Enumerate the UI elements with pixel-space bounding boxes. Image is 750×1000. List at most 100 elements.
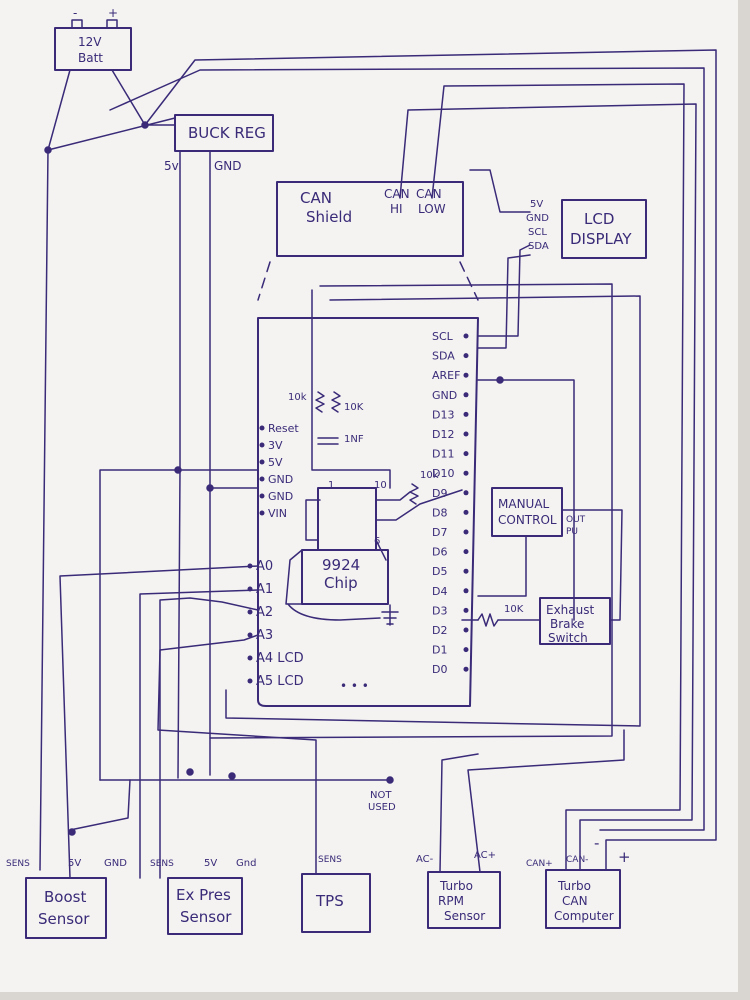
lcd-display: LCD DISPLAY 5V GND SCL SDA bbox=[526, 199, 647, 259]
can-shield-label-1: CAN bbox=[300, 189, 332, 207]
left-pin-dot bbox=[259, 476, 265, 482]
digital-pin-label: D2 bbox=[432, 624, 447, 637]
digital-pin-label: D7 bbox=[432, 526, 447, 539]
turbo-can-pin-can-minus: CAN- bbox=[566, 855, 588, 865]
can-low-label-2: LOW bbox=[418, 202, 446, 216]
can-low-label-1: CAN bbox=[416, 187, 442, 201]
turbo-can-pin-minus: - bbox=[594, 834, 599, 852]
buck-regulator: BUCK REG 5v GND bbox=[164, 114, 274, 173]
digital-pin-dot bbox=[463, 431, 469, 437]
exhaust-brake-label-2: Brake bbox=[550, 617, 584, 631]
digital-pin-dot bbox=[463, 666, 469, 672]
left-pin-label: Reset bbox=[268, 422, 299, 435]
chip-label-2: Chip bbox=[324, 574, 358, 592]
ex-pres-label-2: Sensor bbox=[180, 908, 232, 926]
buck-reg-5v: 5v bbox=[164, 159, 179, 173]
turbo-rpm-pin-ac-minus: AC- bbox=[416, 854, 434, 865]
paper-sheet bbox=[0, 0, 738, 992]
battery: - + 12V Batt bbox=[54, 6, 132, 71]
boost-sensor-label-1: Boost bbox=[44, 888, 86, 906]
digital-pin-label: D13 bbox=[432, 408, 454, 421]
digital-pin-label: D10 bbox=[432, 467, 454, 480]
digital-pin-dot bbox=[463, 372, 469, 378]
battery-voltage: 12V bbox=[78, 35, 102, 49]
resistor-3-value: 10k bbox=[420, 470, 439, 481]
digital-pin-dot bbox=[463, 549, 469, 555]
digital-pin-label: D1 bbox=[432, 644, 447, 657]
digital-pin-label: D3 bbox=[432, 604, 447, 617]
battery-label: Batt bbox=[78, 51, 103, 65]
manual-control-label-2: CONTROL bbox=[498, 513, 557, 527]
analog-pin-label: A1 bbox=[256, 582, 273, 597]
lcd-label-1: LCD bbox=[584, 210, 614, 228]
boost-pin-gnd: GND bbox=[104, 858, 127, 869]
passive-components: 10k 10K 1NF 10k 10K bbox=[288, 391, 524, 627]
digital-pin-label: GND bbox=[432, 389, 457, 402]
digital-pin-dot bbox=[463, 392, 469, 398]
turbo-rpm-label-1: Turbo bbox=[439, 879, 473, 893]
left-pin-label: 5V bbox=[268, 456, 283, 469]
analog-pin-label: A3 bbox=[256, 628, 273, 643]
can-hi-label-2: HI bbox=[390, 202, 403, 216]
ex-pres-sensor: Ex Pres Sensor SENS 5V Gnd bbox=[150, 858, 256, 935]
turbo-rpm-sensor: Turbo RPM Sensor AC- AC+ bbox=[416, 850, 501, 929]
boost-pin-5v: 5V bbox=[68, 858, 81, 869]
tps-sensor: TPS SENS bbox=[301, 855, 371, 933]
tps-pin-sens: SENS bbox=[318, 855, 342, 865]
resistor-1-value: 10k bbox=[288, 392, 307, 403]
turbo-can-computer: Turbo CAN Computer CAN+ CAN- - + bbox=[526, 834, 631, 929]
can-shield-label-2: Shield bbox=[306, 208, 352, 226]
boost-pin-sens: SENS bbox=[6, 859, 30, 869]
digital-pin-label: D6 bbox=[432, 546, 447, 559]
wires bbox=[39, 49, 717, 879]
digital-pin-dot bbox=[463, 588, 469, 594]
digital-pin-dot bbox=[463, 451, 469, 457]
ex-pres-label-1: Ex Pres bbox=[176, 886, 231, 904]
ex-pres-pin-sens: SENS bbox=[150, 859, 174, 869]
left-pin-dot bbox=[259, 442, 265, 448]
digital-pin-dot bbox=[463, 627, 469, 633]
digital-pin-dot bbox=[463, 568, 469, 574]
digital-pin-label: D5 bbox=[432, 565, 447, 578]
manual-control-pu: PU bbox=[566, 527, 578, 537]
lcd-pin-gnd: GND bbox=[526, 213, 549, 224]
digital-pin-label: D0 bbox=[432, 663, 447, 676]
digital-pin-dot bbox=[463, 353, 469, 359]
turbo-rpm-label-2: RPM bbox=[438, 894, 464, 908]
analog-pin-label: A2 bbox=[256, 605, 273, 620]
exhaust-brake-label-3: Switch bbox=[548, 631, 588, 645]
turbo-can-label-2: CAN bbox=[562, 894, 588, 908]
battery-minus: - bbox=[73, 6, 77, 20]
tps-label: TPS bbox=[315, 892, 344, 910]
analog-pin-label: A5 LCD bbox=[256, 674, 304, 689]
chip-9924: 1 10 6 9924 Chip bbox=[301, 480, 389, 605]
battery-plus: + bbox=[108, 6, 118, 20]
digital-pin-label: D4 bbox=[432, 585, 447, 598]
digital-pin-dot bbox=[463, 490, 469, 496]
not-used-label-1: NOT bbox=[370, 790, 392, 801]
exhaust-brake-switch: Exhaust Brake Switch bbox=[539, 597, 611, 645]
not-used-label-2: USED bbox=[368, 802, 396, 813]
exhaust-brake-label-1: Exhaust bbox=[546, 603, 595, 617]
manual-control: MANUAL CONTROL OUT PU bbox=[491, 487, 586, 537]
can-hi-label-1: CAN bbox=[384, 187, 410, 201]
left-pin-dot bbox=[259, 459, 265, 465]
left-pin-label: 3V bbox=[268, 439, 283, 452]
chip-pin-10: 10 bbox=[374, 480, 387, 491]
analog-pin-label: A4 LCD bbox=[256, 651, 304, 666]
lcd-pin-scl: SCL bbox=[528, 227, 547, 238]
analog-pin-dot bbox=[247, 655, 253, 661]
ex-pres-pin-gnd: Gnd bbox=[236, 858, 256, 869]
turbo-can-label-1: Turbo bbox=[557, 879, 591, 893]
left-pin-label: GND bbox=[268, 490, 293, 503]
digital-pin-label: SDA bbox=[432, 350, 455, 363]
digital-pin-label: AREF bbox=[432, 369, 460, 382]
digital-pin-dot bbox=[463, 470, 469, 476]
analog-pin-label: A0 bbox=[256, 559, 273, 574]
digital-pin-dot bbox=[463, 647, 469, 653]
board-dots: • • • bbox=[340, 679, 369, 693]
digital-pin-dot bbox=[463, 333, 469, 339]
